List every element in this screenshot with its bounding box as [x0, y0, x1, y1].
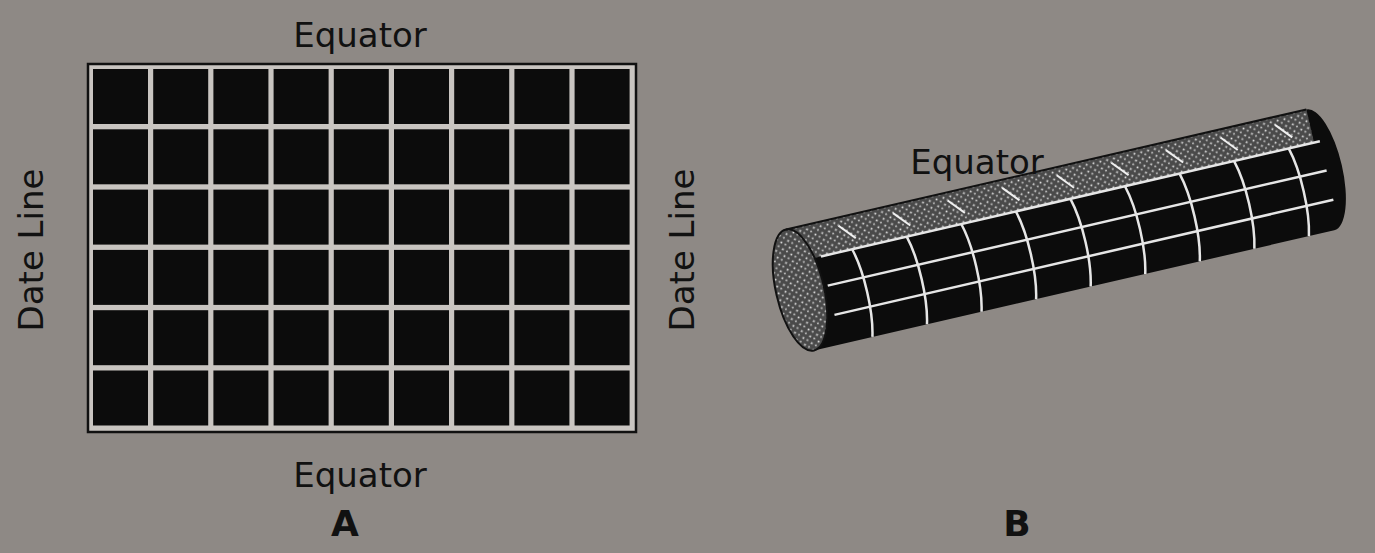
grid-cell	[213, 129, 268, 184]
grid-line	[1234, 160, 1259, 249]
grid-cell	[514, 129, 569, 184]
cylinder-end	[763, 224, 838, 356]
cylinder	[763, 105, 1356, 356]
grid-cell	[454, 190, 509, 245]
grid-cell	[575, 310, 630, 365]
cylinder-body	[786, 105, 1356, 351]
grid-cell	[454, 310, 509, 365]
grid-cell	[454, 69, 509, 124]
grid-cell	[213, 310, 268, 365]
grid-cell	[575, 190, 630, 245]
grid-cell	[93, 371, 148, 426]
grid-cell	[93, 69, 148, 124]
grid-line	[1166, 147, 1183, 166]
grid-cell	[514, 69, 569, 124]
grid-cell	[575, 371, 630, 426]
grid-line	[948, 197, 965, 216]
grid-cell	[575, 69, 630, 124]
grid-cell	[394, 371, 449, 426]
grid-cell	[93, 310, 148, 365]
grid-line	[1289, 147, 1314, 236]
grid-cell	[274, 310, 329, 365]
grid-cell	[454, 371, 509, 426]
grid-cell	[153, 371, 208, 426]
grid-cell	[334, 250, 389, 305]
grid-cell	[514, 310, 569, 365]
grid-cell	[394, 69, 449, 124]
grid-cell	[274, 250, 329, 305]
panel-letter: B	[1003, 504, 1030, 544]
grid-cell	[575, 129, 630, 184]
grid-cell	[213, 190, 268, 245]
grid-line	[1111, 160, 1128, 179]
grid-cell	[454, 129, 509, 184]
grid-cell	[153, 190, 208, 245]
grid-cell	[394, 190, 449, 245]
grid-line	[1016, 210, 1041, 299]
grid-cell	[93, 129, 148, 184]
grid-cell	[213, 69, 268, 124]
grid-cell	[454, 250, 509, 305]
cylinder-top	[786, 109, 1314, 262]
grid-cell	[394, 250, 449, 305]
grid-cell	[213, 371, 268, 426]
grid-line	[834, 200, 1333, 315]
cylinder-edge	[786, 109, 1306, 229]
grid-line	[828, 170, 1327, 285]
panel-letter: A	[331, 504, 359, 544]
grid-line	[1180, 173, 1205, 262]
axis-label: Date Line	[13, 169, 50, 332]
grid-cell	[274, 69, 329, 124]
grid-cell	[274, 190, 329, 245]
grid-cell	[93, 250, 148, 305]
axis-label: Equator	[293, 457, 427, 494]
grid-line	[907, 236, 932, 325]
grid-cell	[514, 371, 569, 426]
grid-cell	[334, 69, 389, 124]
grid-cell	[334, 371, 389, 426]
grid-line	[1002, 185, 1019, 204]
axis-label: Equator	[293, 17, 427, 54]
grid-line	[839, 223, 856, 242]
map-frame	[88, 64, 636, 432]
grid-line	[1057, 172, 1074, 191]
grid-line	[1220, 134, 1237, 153]
grid-cell	[394, 129, 449, 184]
grid-cell	[153, 250, 208, 305]
grid-line	[961, 223, 986, 312]
grid-line	[1070, 198, 1095, 287]
grid-line	[821, 141, 1320, 256]
grid-line	[893, 210, 910, 229]
grid-cell	[575, 250, 630, 305]
grid-cell	[514, 250, 569, 305]
grid-cell	[213, 250, 268, 305]
grid-line	[1275, 122, 1292, 141]
grid-cell	[334, 129, 389, 184]
grid-cell	[93, 190, 148, 245]
axis-label: Date Line	[664, 169, 701, 332]
grid-line	[1125, 185, 1150, 274]
grid-cell	[274, 129, 329, 184]
grid-cell	[153, 129, 208, 184]
axis-label: Equator	[910, 144, 1044, 181]
grid-cell	[334, 190, 389, 245]
grid-cell	[334, 310, 389, 365]
grid-cell	[274, 371, 329, 426]
cylinder-grid	[815, 116, 1340, 344]
grid-cell	[394, 310, 449, 365]
map-grid	[93, 69, 630, 426]
grid-line	[852, 248, 877, 337]
grid-cell	[153, 69, 208, 124]
grid-cell	[514, 190, 569, 245]
grid-cell	[153, 310, 208, 365]
